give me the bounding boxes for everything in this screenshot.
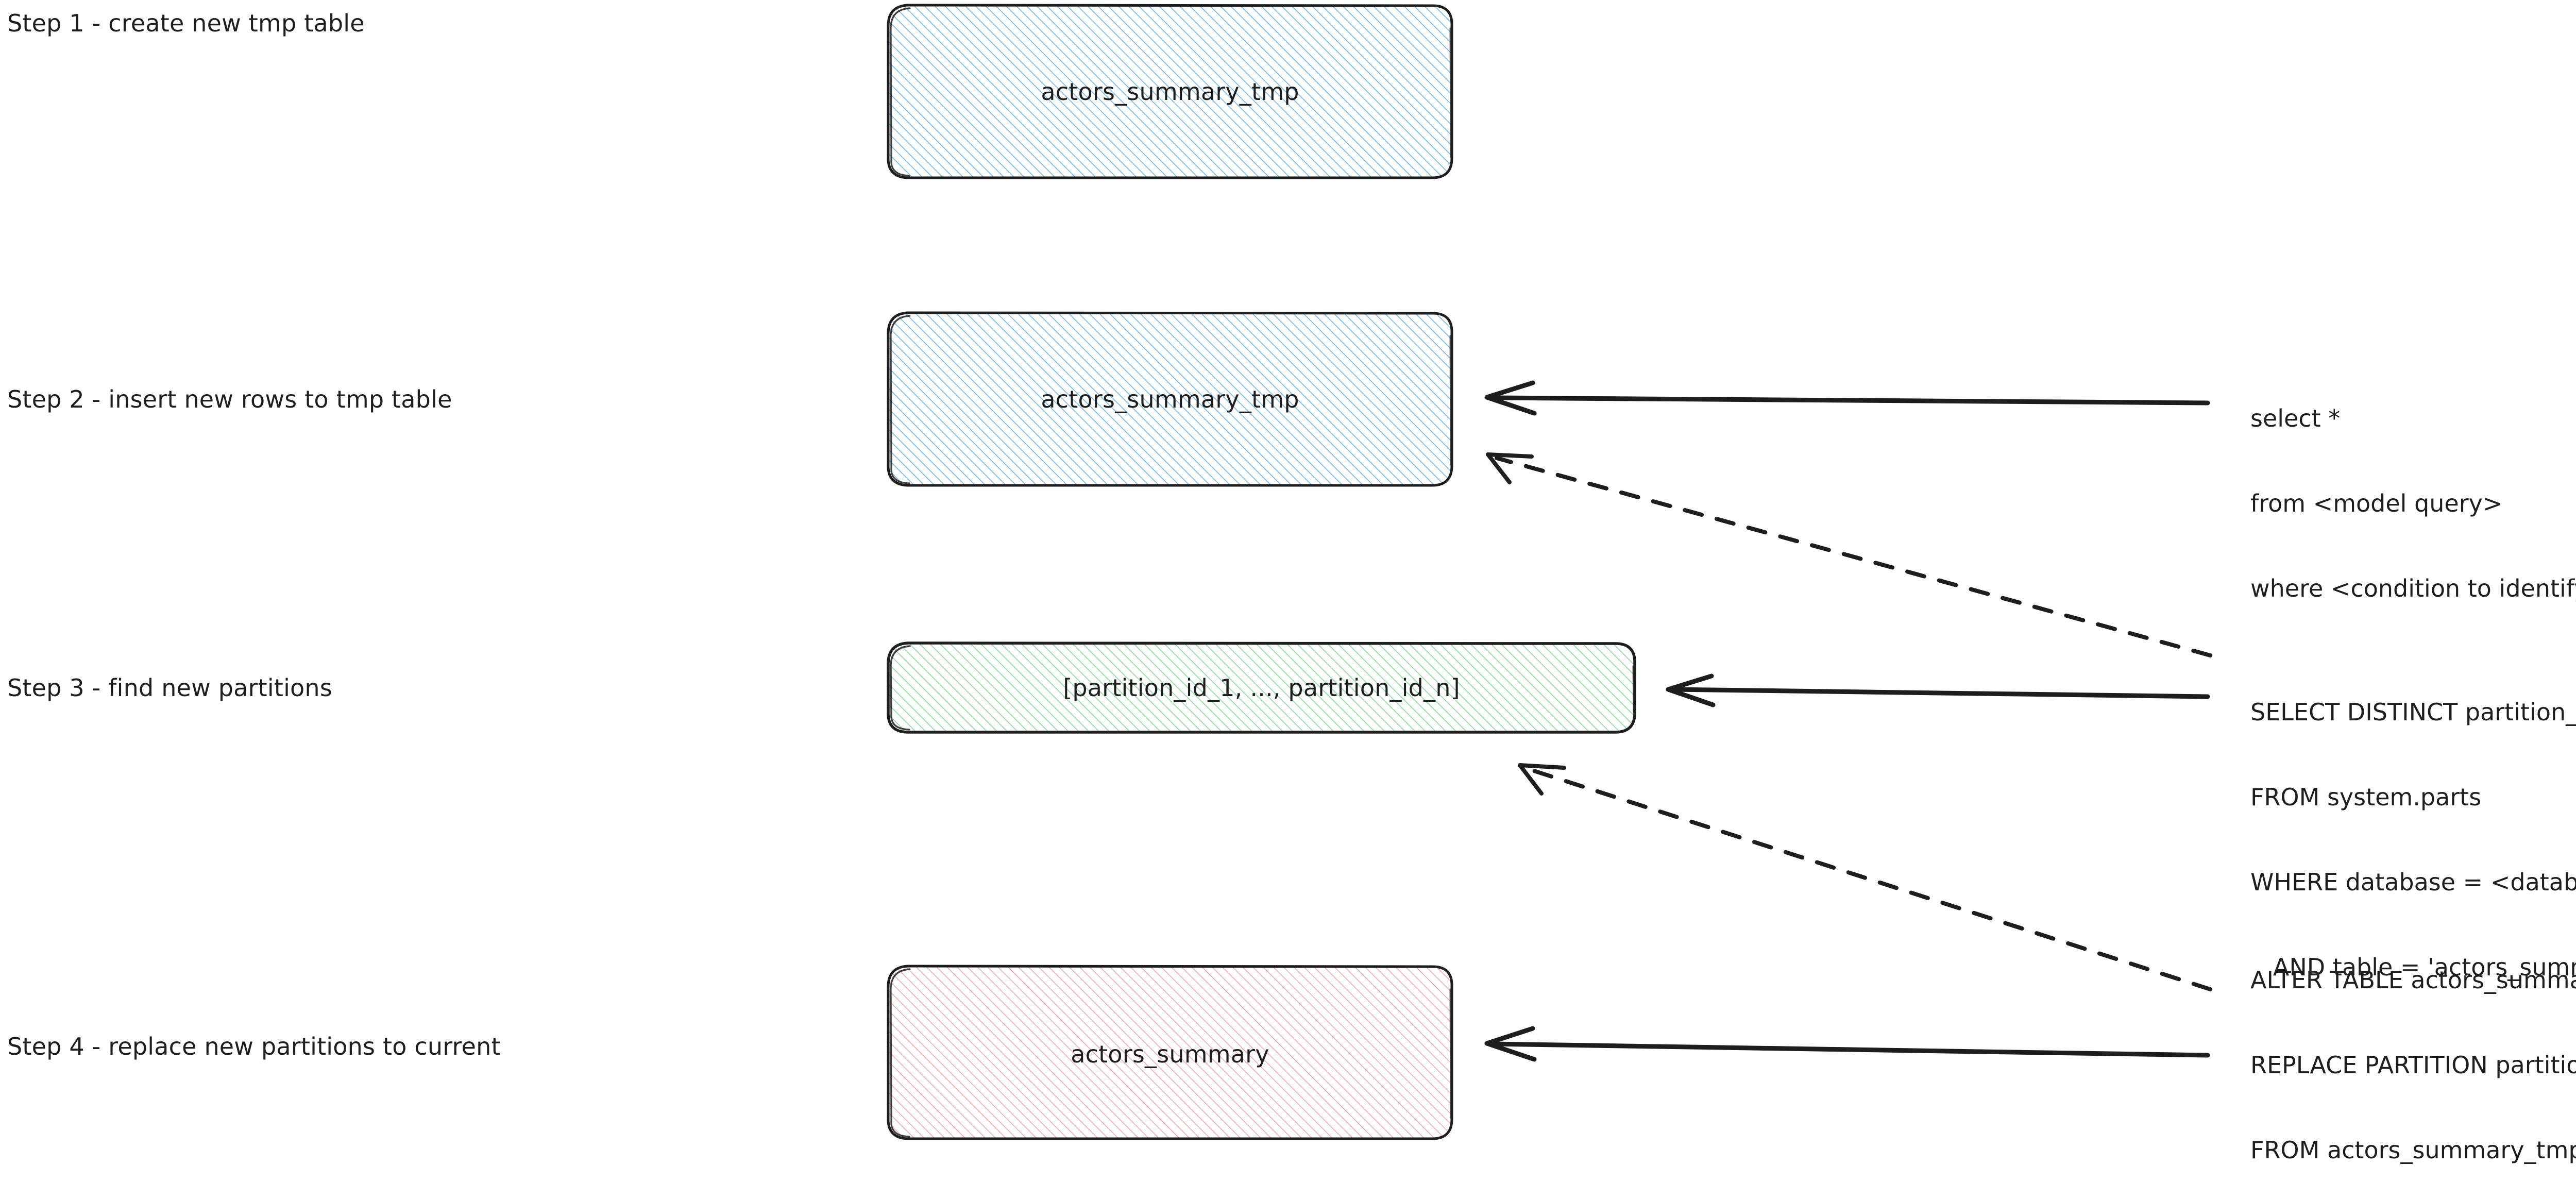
query-insert: select * from <model query> where <condi… bbox=[2250, 348, 2576, 660]
query-partitions-line-3: WHERE database = <database> bbox=[2250, 868, 2576, 896]
query-partitions-line-2: FROM system.parts bbox=[2250, 783, 2482, 811]
query-partitions-line-1: SELECT DISTINCT partition_id bbox=[2250, 698, 2576, 726]
query-replace-line-1: ALTER TABLE actors_summary bbox=[2250, 966, 2576, 994]
node-label-tmp-table-1: actors_summary_tmp bbox=[1041, 78, 1299, 106]
step-label-3: Step 3 - find new partitions bbox=[7, 674, 332, 702]
arrow-partitions-dashed-to-tmp bbox=[1486, 452, 2212, 657]
node-tmp-table-1-shape[interactable] bbox=[887, 4, 1453, 179]
node-partition-list-shape[interactable] bbox=[887, 641, 1636, 734]
step-label-1: Step 1 - create new tmp table bbox=[7, 9, 365, 37]
node-tmp-table-2-shape[interactable] bbox=[887, 311, 1453, 487]
node-label-tmp-table-2: actors_summary_tmp bbox=[1041, 385, 1299, 413]
node-label-partition-list: [partition_id_1, ..., partition_id_n] bbox=[1063, 674, 1460, 702]
query-insert-line-1: select * bbox=[2250, 404, 2341, 432]
step-label-2: Step 2 - insert new rows to tmp table bbox=[7, 385, 452, 413]
query-partitions: SELECT DISTINCT partition_id FROM system… bbox=[2250, 641, 2576, 1038]
arrow-partitions-to-list bbox=[1666, 673, 2210, 707]
query-insert-line-2: from <model query> bbox=[2250, 489, 2503, 517]
node-label-actors-summary: actors_summary bbox=[1071, 1040, 1269, 1068]
arrow-replace-dashed-to-list bbox=[1518, 763, 2212, 991]
query-replace-line-2: REPLACE PARTITION partition_id_1 bbox=[2250, 1051, 2576, 1079]
arrow-replace-to-summary bbox=[1484, 1026, 2210, 1062]
query-insert-line-3: where <condition to identify new> bbox=[2250, 575, 2576, 602]
step-label-4: Step 4 - replace new partitions to curre… bbox=[7, 1033, 501, 1060]
arrow-insert-to-tmp bbox=[1484, 380, 2210, 416]
query-replace-line-3: FROM actors_summary_tmp, bbox=[2250, 1136, 2576, 1164]
query-partitions-line-4: AND table = 'actors_summary_tmp' bbox=[2273, 953, 2576, 981]
node-actors-summary-shape[interactable] bbox=[887, 965, 1453, 1140]
query-replace: ALTER TABLE actors_summary REPLACE PARTI… bbox=[2250, 909, 2576, 1199]
